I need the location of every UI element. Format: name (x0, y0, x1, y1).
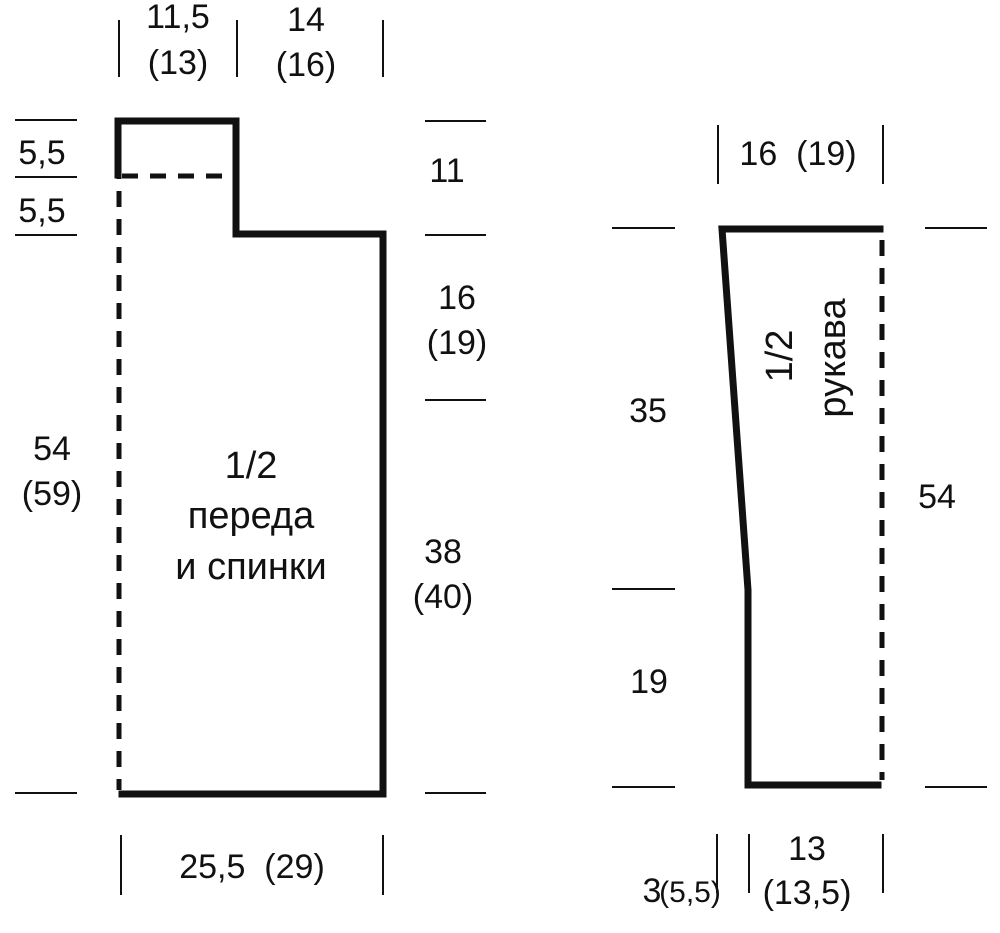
armhole-height-label: 16 (438, 279, 476, 317)
body-piece: 11,5 (13) 14 (16) 5,5 5,5 54 (59) 11 16 … (15, 0, 487, 895)
neck-width-label: 14 (287, 1, 325, 39)
body-length-alt-label: (59) (22, 475, 82, 513)
armhole-height-alt-label: (19) (427, 324, 487, 362)
neck-depth-bottom-label: 5,5 (18, 192, 65, 230)
side-height-label: 38 (424, 533, 462, 571)
neck-height-label: 11 (429, 152, 464, 190)
sleeve-offset-width-alt-label: (5,5) (659, 876, 721, 909)
neck-depth-top-label: 5,5 (18, 134, 65, 172)
body-title-line3: и спинки (175, 546, 326, 588)
sleeve-bottom-width-alt-label: (13,5) (763, 874, 852, 912)
side-height-alt-label: (40) (413, 578, 473, 616)
body-title-line2: переда (188, 495, 315, 537)
sleeve-outline-solid (718, 225, 884, 789)
body-outline-solid (114, 117, 387, 798)
body-length-label: 54 (33, 430, 71, 468)
sleeve-taper-height-label: 35 (629, 392, 667, 430)
body-title-line1: 1/2 (225, 445, 278, 487)
shoulder-width-label: 11,5 (146, 0, 210, 36)
shoulder-width-alt-label: (13) (148, 44, 208, 82)
sleeve-length-label: 54 (918, 478, 956, 516)
sleeve-top-width-label: 16 (19) (739, 135, 856, 173)
sleeve-title-line1: 1/2 (759, 330, 801, 383)
sleeve-bottom-width-label: 13 (788, 830, 826, 868)
sleeve-offset-width-label: 3 (643, 872, 662, 910)
sleeve-title-line2: рукава (812, 298, 854, 418)
sleeve-straight-height-label: 19 (630, 663, 668, 701)
body-bottom-width-label: 25,5 (29) (179, 848, 325, 886)
neck-width-alt-label: (16) (276, 46, 336, 84)
sleeve-piece: 16 (19) 35 19 54 3 (5,5) 13 (13,5) 1/2 р… (612, 125, 987, 912)
